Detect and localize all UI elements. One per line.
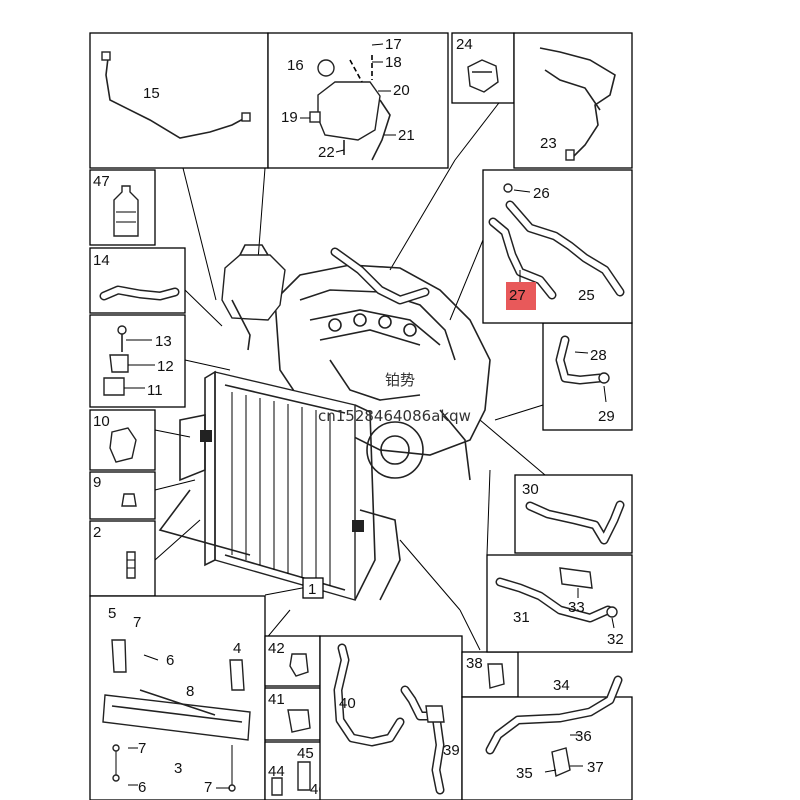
panel-24: 24 <box>451 32 515 104</box>
callout-15: 15 <box>143 85 160 102</box>
panel-30: 30 <box>514 474 633 554</box>
callout-25: 25 <box>578 287 595 304</box>
panel-41: 41 <box>264 687 321 741</box>
callout-21: 21 <box>398 127 415 144</box>
callout-44: 44 <box>268 763 285 780</box>
callout-7-mid: 7 <box>138 740 146 757</box>
callout-24: 24 <box>456 36 473 53</box>
callout-41: 41 <box>268 691 285 708</box>
callout-box-1 <box>302 577 324 599</box>
callout-45: 45 <box>297 745 314 762</box>
callout-8: 8 <box>186 683 194 700</box>
callout-35: 35 <box>516 765 533 782</box>
callout-13: 13 <box>155 333 172 350</box>
panel-42: 42 <box>264 635 321 687</box>
panel-25-27: 26 27 25 <box>482 169 633 324</box>
callout-33: 33 <box>568 599 585 616</box>
callout-36: 36 <box>575 728 592 745</box>
callout-26: 26 <box>533 185 550 202</box>
callout-17: 17 <box>385 36 402 53</box>
panel-10: 10 <box>89 409 156 471</box>
callout-4: 4 <box>233 640 241 657</box>
callout-31: 31 <box>513 609 530 626</box>
callout-12: 12 <box>157 358 174 375</box>
watermark-text-2: cn1528464086akqw <box>318 407 471 425</box>
panel-2: 2 <box>89 520 156 597</box>
callout-28: 28 <box>590 347 607 364</box>
callout-20: 20 <box>393 82 410 99</box>
callout-39: 39 <box>443 742 460 759</box>
watermark: 铂势 cn1528464086akqw <box>318 371 471 425</box>
panel-16-22: 16 17 18 19 20 21 22 <box>267 32 449 169</box>
callout-23: 23 <box>540 135 557 152</box>
callout-18: 18 <box>385 54 402 71</box>
callout-40: 40 <box>339 695 356 712</box>
callout-19: 19 <box>281 109 298 126</box>
callout-30: 30 <box>522 481 539 498</box>
callout-47: 47 <box>93 173 110 190</box>
panel-23: 23 <box>513 32 633 169</box>
panel-47: 47 <box>89 169 156 246</box>
panel-3-8: 5 7 6 4 8 7 3 6 7 <box>89 595 266 800</box>
callout-29: 29 <box>598 408 615 425</box>
callout-38: 38 <box>466 655 483 672</box>
callout-16: 16 <box>287 57 304 74</box>
panel-38: 38 <box>461 651 519 698</box>
callout-6-bottom: 6 <box>138 779 146 796</box>
callout-7-bottom: 7 <box>204 779 212 796</box>
highlight-box-27 <box>506 282 536 310</box>
engine-radiator-assembly <box>158 244 491 601</box>
panel-39-40: 40 39 <box>319 635 463 800</box>
callout-22: 22 <box>318 144 335 161</box>
callout-1: 1 <box>308 581 316 598</box>
callout-37: 37 <box>587 759 604 776</box>
radiator-fins <box>231 392 331 586</box>
callout-5: 5 <box>108 605 116 622</box>
callout-34: 34 <box>553 677 570 694</box>
callout-6-top: 6 <box>166 652 174 669</box>
callout-2: 2 <box>93 524 101 541</box>
panel-28-29: 28 29 <box>542 322 633 431</box>
callout-3: 3 <box>174 760 182 777</box>
panel-9: 9 <box>89 471 156 520</box>
watermark-text-1: 铂势 <box>385 371 415 389</box>
callout-32: 32 <box>607 631 624 648</box>
callout-14: 14 <box>93 252 110 269</box>
callout-11: 11 <box>147 382 163 399</box>
callout-10: 10 <box>93 413 110 430</box>
callout-27-highlighted: 27 <box>509 287 526 304</box>
callout-9: 9 <box>93 474 101 491</box>
panel-11-13: 13 12 11 <box>89 314 186 408</box>
callout-42: 42 <box>268 640 285 657</box>
panel-14: 14 <box>89 247 186 314</box>
panel-15: 15 <box>89 32 269 169</box>
panel-34-37: 34 36 35 37 <box>461 675 633 800</box>
panel-31-33: 31 33 32 <box>486 554 633 653</box>
callout-7-top: 7 <box>133 614 141 631</box>
